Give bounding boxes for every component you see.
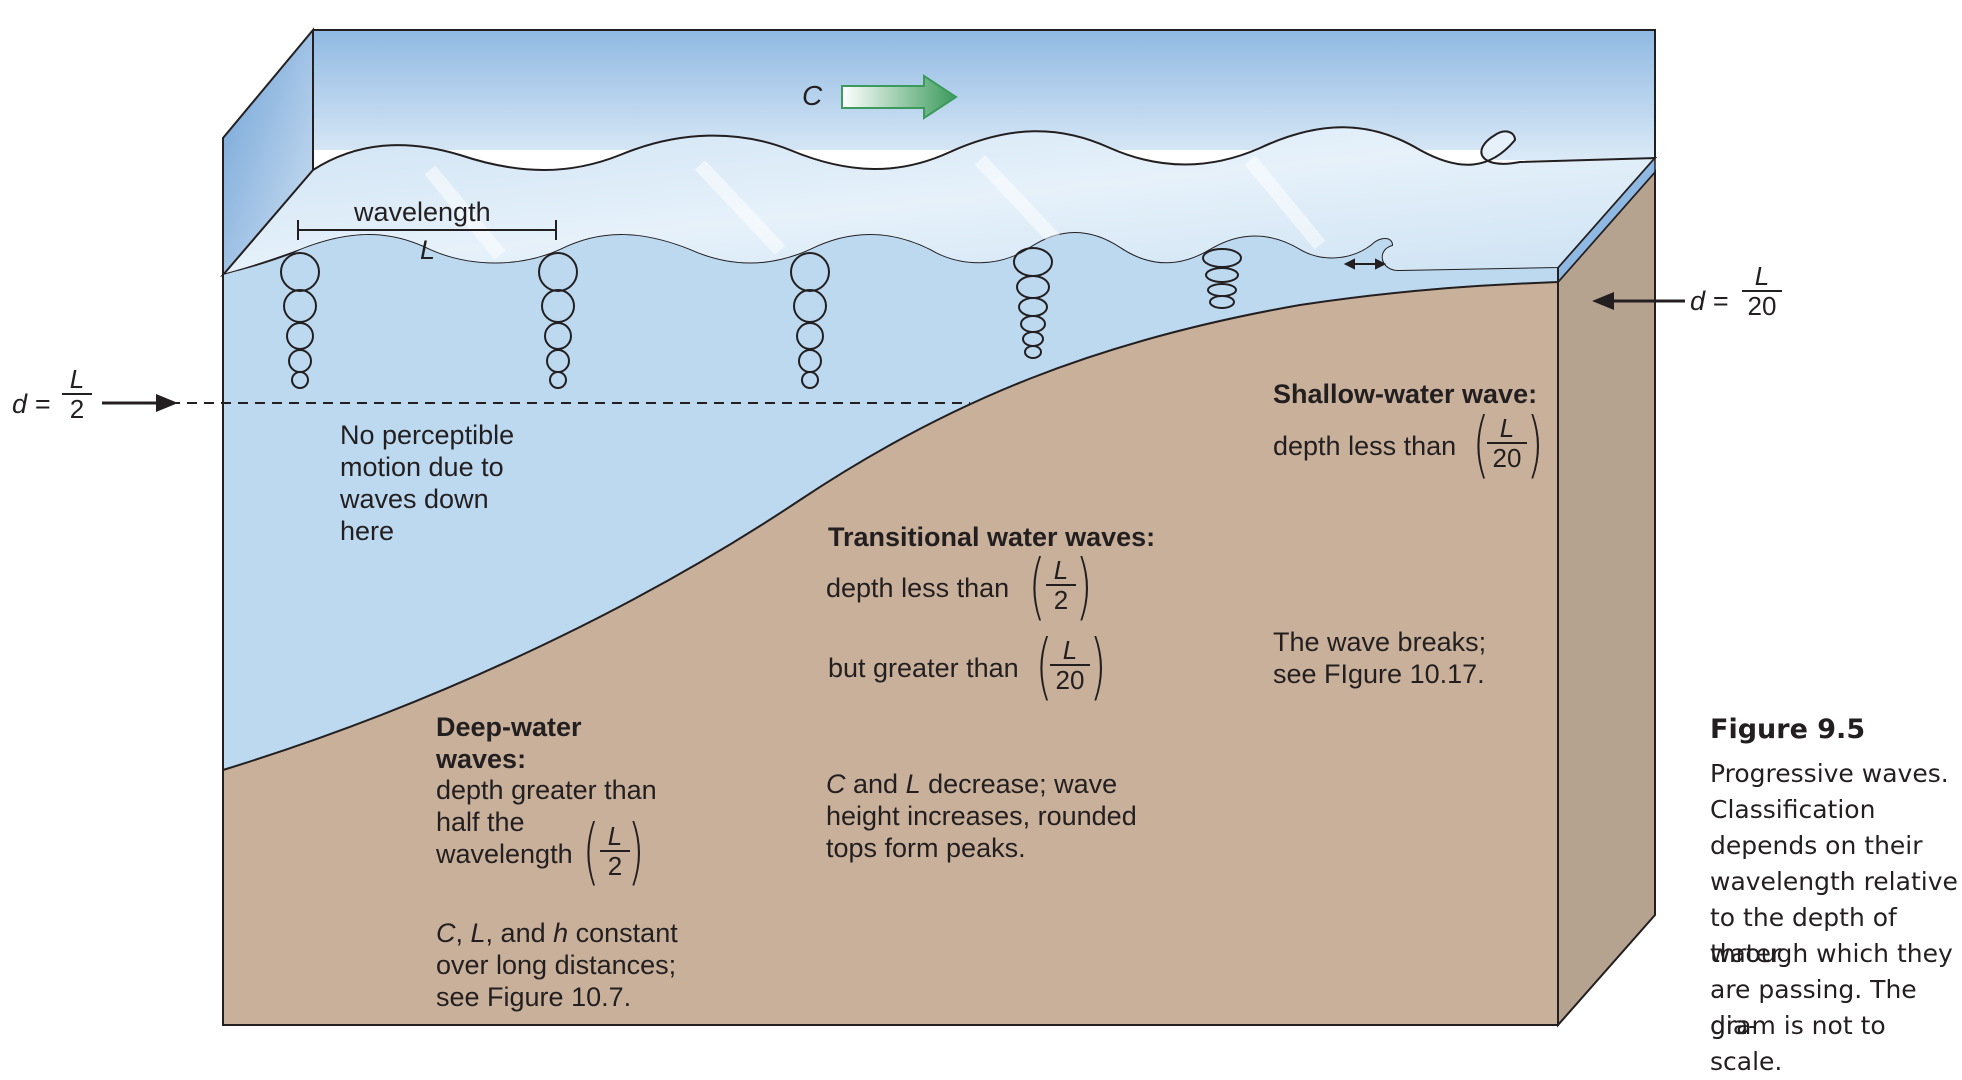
- figure-caption-line-5: to the depth of water: [1710, 903, 1897, 968]
- transitional-fraction-1: L 2: [1046, 556, 1076, 614]
- transitional-title: Transitional water waves:: [828, 522, 1156, 552]
- figure-caption-line-6: through which they: [1710, 939, 1953, 968]
- figure-caption-line-8: gram is not to scale.: [1710, 1011, 1886, 1076]
- seafloor-front: [222, 280, 1559, 1026]
- no-motion-line-2: motion due to: [340, 452, 504, 482]
- celerity-arrow: [841, 74, 958, 120]
- deep-limit-arrow: [102, 394, 178, 412]
- deep-desc-2: half the: [436, 807, 525, 837]
- deep-title-2: waves:: [436, 744, 527, 774]
- shallow-line-1: depth less than: [1273, 431, 1457, 461]
- figure-caption-line-7: are passing. The dia-: [1710, 975, 1917, 1040]
- transitional-paren-1-left: (: [1028, 544, 1046, 628]
- shallow-note-2: see FIgure 10.17.: [1273, 659, 1485, 689]
- shallow-fraction: L 20: [1487, 414, 1527, 472]
- wavelength-label: wavelength: [354, 197, 491, 227]
- celerity-label: C: [802, 80, 823, 111]
- orbit-stack-5: [1202, 248, 1242, 309]
- figure-caption-title: Figure 9.5: [1710, 714, 1866, 745]
- shallow-paren-right: ): [1526, 402, 1544, 486]
- deep-note-1: C, L, and h constant: [436, 918, 678, 948]
- deep-fraction: L 2: [600, 822, 630, 880]
- shallow-limit-fraction: L 20: [1742, 262, 1782, 320]
- transitional-paren-1-right: ): [1075, 544, 1093, 628]
- no-motion-line-4: here: [340, 516, 395, 546]
- surface-highlights: [424, 155, 1326, 260]
- shallow-title: Shallow-water wave:: [1273, 379, 1538, 409]
- transitional-note-2: height increases, rounded: [826, 801, 1137, 831]
- shallow-note-1: The wave breaks;: [1273, 627, 1487, 657]
- transitional-fraction-2: L 20: [1050, 636, 1090, 694]
- water-back-wall: [313, 30, 1655, 160]
- transitional-note-3: tops form peaks.: [826, 833, 1026, 863]
- no-motion-line-3: waves down: [340, 484, 489, 514]
- shallow-limit-arrow: [1592, 292, 1685, 310]
- wavelength-symbol: L: [420, 235, 436, 265]
- no-motion-line-1: No perceptible: [340, 420, 515, 450]
- deep-desc-3: wavelength: [436, 839, 573, 869]
- wave-classification-diagram: [102, 27, 1685, 1028]
- deep-note-3: see Figure 10.7.: [436, 982, 632, 1012]
- deep-limit-lhs: d =: [12, 389, 51, 419]
- figure-caption-line-3: depends on their: [1710, 831, 1923, 860]
- wavelength-bracket: [297, 220, 557, 240]
- deep-paren-right: ): [627, 809, 645, 893]
- block-outline: [222, 29, 1656, 1026]
- figure-caption-line-2: Classification: [1710, 795, 1876, 824]
- transitional-line-2: but greater than: [828, 653, 1019, 683]
- deep-title-1: Deep-water: [436, 712, 582, 742]
- orbit-stack-2: [538, 252, 578, 389]
- figure-caption-line-4: wavelength relative: [1710, 867, 1958, 896]
- deep-paren-left: (: [582, 809, 600, 893]
- transitional-note-1: C and L decrease; wave: [826, 769, 1118, 799]
- deep-limit-fraction: L 2: [62, 365, 92, 423]
- orbit-stack-3: [790, 252, 830, 389]
- deep-desc-1: depth greater than: [436, 775, 657, 805]
- horizontal-motion-arrow: [1343, 258, 1387, 270]
- orbital-paths: [280, 247, 1242, 389]
- transitional-paren-2-right: ): [1089, 624, 1107, 708]
- deep-note-2: over long distances;: [436, 950, 677, 980]
- shallow-limit-lhs: d =: [1690, 286, 1729, 316]
- orbit-stack-4: [1013, 247, 1053, 359]
- shallow-paren-left: (: [1472, 402, 1490, 486]
- transitional-line-1: depth less than: [826, 573, 1010, 603]
- transitional-paren-2-left: (: [1035, 624, 1053, 708]
- orbit-stack-1: [280, 252, 320, 389]
- figure-caption-line-1: Progressive waves.: [1710, 759, 1949, 788]
